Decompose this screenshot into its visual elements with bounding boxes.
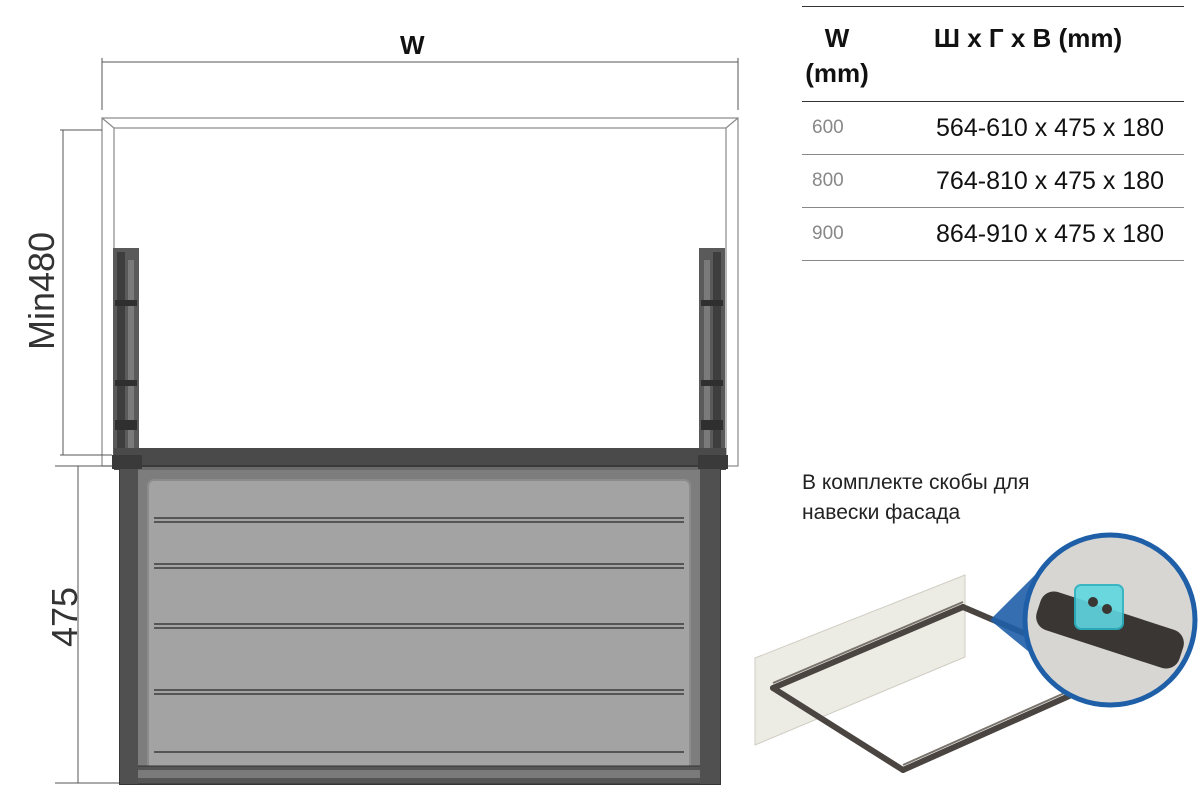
- min-height-label: Min480: [21, 231, 62, 351]
- row-dimensions: 564-610 x 475 x 180: [872, 101, 1184, 156]
- header-width-line2: (mm): [805, 58, 869, 89]
- header-width-line1: W: [824, 23, 850, 53]
- header-dimensions: Ш х Г х В (mm): [872, 5, 1184, 103]
- depth-dimension: [55, 465, 120, 784]
- height-dimension: [60, 129, 112, 456]
- spec-table-header: W (mm) Ш х Г х В (mm): [802, 5, 1184, 103]
- table-row: 900 864-910 x 475 x 180: [802, 207, 1184, 262]
- technical-drawing: W Min480 475: [21, 30, 739, 785]
- row-dimensions: 864-910 x 475 x 180: [872, 207, 1184, 262]
- row-width: 800: [802, 154, 872, 209]
- bracket-note: В комплекте скобы для навески фасада: [802, 471, 1030, 524]
- spec-table: W (mm) Ш х Г х В (mm) 600 564-610 x 475 …: [802, 5, 1184, 262]
- facade-panel: [754, 574, 966, 746]
- bracket-illustration: [745, 525, 1200, 800]
- clip-icon: [1074, 584, 1124, 630]
- table-row: 600 564-610 x 475 x 180: [802, 101, 1184, 156]
- width-dimension: [101, 58, 739, 110]
- cabinet-outline: [101, 117, 739, 467]
- header-width: W (mm): [802, 5, 872, 103]
- illustration-svg: [754, 532, 1198, 773]
- left-lift-mechanism: [113, 248, 139, 468]
- row-dimensions: 764-810 x 475 x 180: [872, 154, 1184, 209]
- basket-slats: [154, 517, 684, 753]
- width-label: W: [400, 30, 425, 60]
- right-lift-mechanism: [699, 248, 725, 468]
- basket: [112, 448, 728, 785]
- depth-label: 475: [44, 586, 85, 648]
- table-row: 800 764-810 x 475 x 180: [802, 154, 1184, 209]
- row-width: 600: [802, 101, 872, 156]
- zoom-circle: [1022, 532, 1198, 708]
- drawing-svg: [55, 58, 739, 785]
- row-width: 900: [802, 207, 872, 262]
